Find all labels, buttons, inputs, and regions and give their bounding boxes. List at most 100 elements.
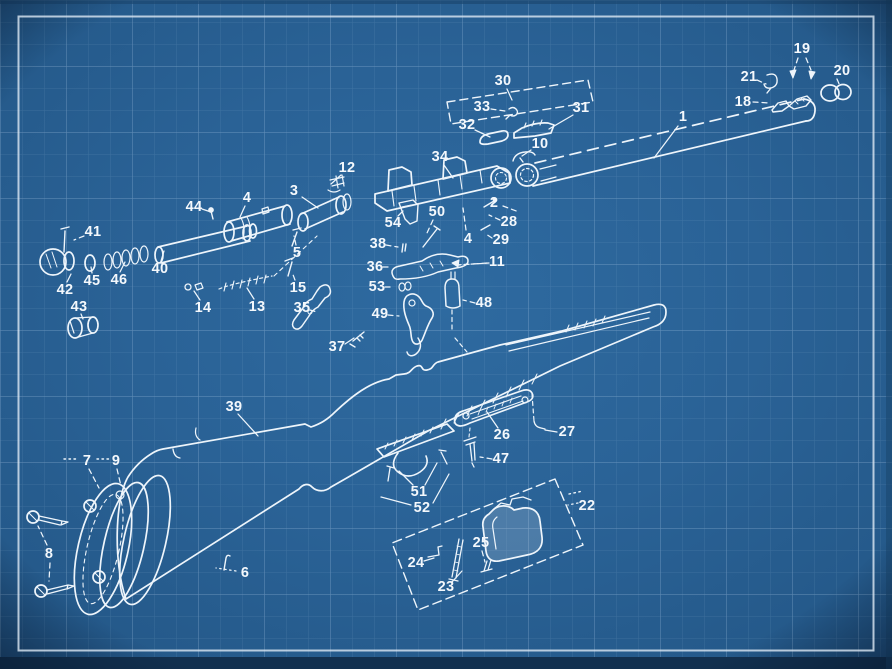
part-label-51: 51 [398,462,438,500]
leader-line [387,314,400,317]
part-label-26: 26 [486,411,511,443]
leader-line [237,413,259,437]
part-label-11: 11 [457,254,505,270]
part-number: 44 [186,199,203,215]
part-number: 31 [573,100,590,116]
part-label-25: 25 [473,535,490,563]
leader-line [330,174,342,185]
part-label-47: 47 [479,451,509,467]
part-number: 29 [493,232,510,248]
part-label-12: 12 [330,160,355,185]
part-label-27: 27 [544,424,575,440]
part-number: 52 [414,500,431,516]
leader-line [486,411,499,429]
barrel [515,98,816,187]
leader-line [521,149,532,157]
part-number: 2 [490,195,498,211]
bolt-assembly [374,156,512,212]
part-label-23: 23 [438,570,463,595]
part-number: 14 [195,300,212,316]
part-number: 39 [226,399,243,415]
leader-line [73,235,85,241]
leader-line [474,129,491,138]
part-label-21: 21 [741,69,767,85]
leader-line [506,88,513,101]
part-label-32: 32 [459,117,491,138]
forend-plate-group [453,389,546,468]
leader-line [48,562,51,582]
part-label-40: 40 [152,250,169,277]
part-number: 19 [794,41,811,57]
leader-line [291,271,296,281]
leader-line [424,462,438,486]
part-label-35: 35 [294,300,318,316]
leader-line [752,101,771,104]
leader-line [457,262,488,266]
part-label-45: 45 [84,266,101,289]
leader-line [160,250,165,262]
part-label-13: 13 [246,287,265,315]
part-label-24: 24 [408,555,435,571]
part-label-48: 48 [462,295,492,311]
part-label-52: 52 [380,473,450,516]
part-number: 37 [329,339,346,355]
part-number: 49 [372,306,389,322]
leader-line [432,473,450,504]
leader-line [116,468,122,487]
part-number: 33 [474,99,491,115]
part-label-39: 39 [226,399,259,437]
leader-line [201,208,212,213]
leader-line [479,456,493,460]
part-label-15: 15 [290,271,306,296]
part-number: 25 [473,535,490,551]
part-label-29: 29 [485,232,510,248]
leader-line [451,570,463,583]
takedown-stud [223,554,231,571]
part-number: 43 [71,299,88,315]
leader-line [119,261,126,273]
part-number: 21 [741,69,758,85]
part-number: 3 [290,183,298,199]
leader-line [653,125,679,159]
part-number: 23 [438,579,455,595]
part-label-4: 4 [462,207,472,247]
part-label-18: 18 [735,94,771,110]
leader-line [423,557,435,562]
leader-line [293,235,297,246]
part-number: 35 [294,300,311,316]
part-number: 26 [494,427,511,443]
leader-line [548,114,574,130]
leader-line [756,79,767,85]
part-label-36: 36 [367,259,393,275]
leader-line [488,214,501,221]
part-number: 1 [679,109,687,125]
part-label-42: 42 [57,273,74,298]
part-label-22: 22 [567,498,595,514]
part-label-9: 9 [112,453,122,487]
part-number: 45 [84,273,101,289]
part-label-34: 34 [432,149,454,179]
part-label-10: 10 [521,136,548,157]
part-label-41: 41 [73,224,102,241]
part-label-50: 50 [426,204,445,234]
part-number: 42 [57,282,74,298]
part-label-2: 2 [490,195,520,213]
part-number: 18 [735,94,752,110]
leader-line [426,219,434,234]
part-number: 40 [152,261,169,277]
part-number: 34 [432,149,449,165]
leader-line [344,337,355,345]
part-number: 36 [367,259,384,275]
leader-line [385,244,399,248]
part-label-5: 5 [293,235,301,261]
part-number: 30 [495,73,512,89]
part-number: 38 [370,236,387,252]
leader-line [485,233,493,239]
part-label-8: 8 [37,525,53,582]
part-number: 41 [85,224,102,240]
part-label-54: 54 [385,210,404,231]
rear-sight-assembly [446,79,594,163]
